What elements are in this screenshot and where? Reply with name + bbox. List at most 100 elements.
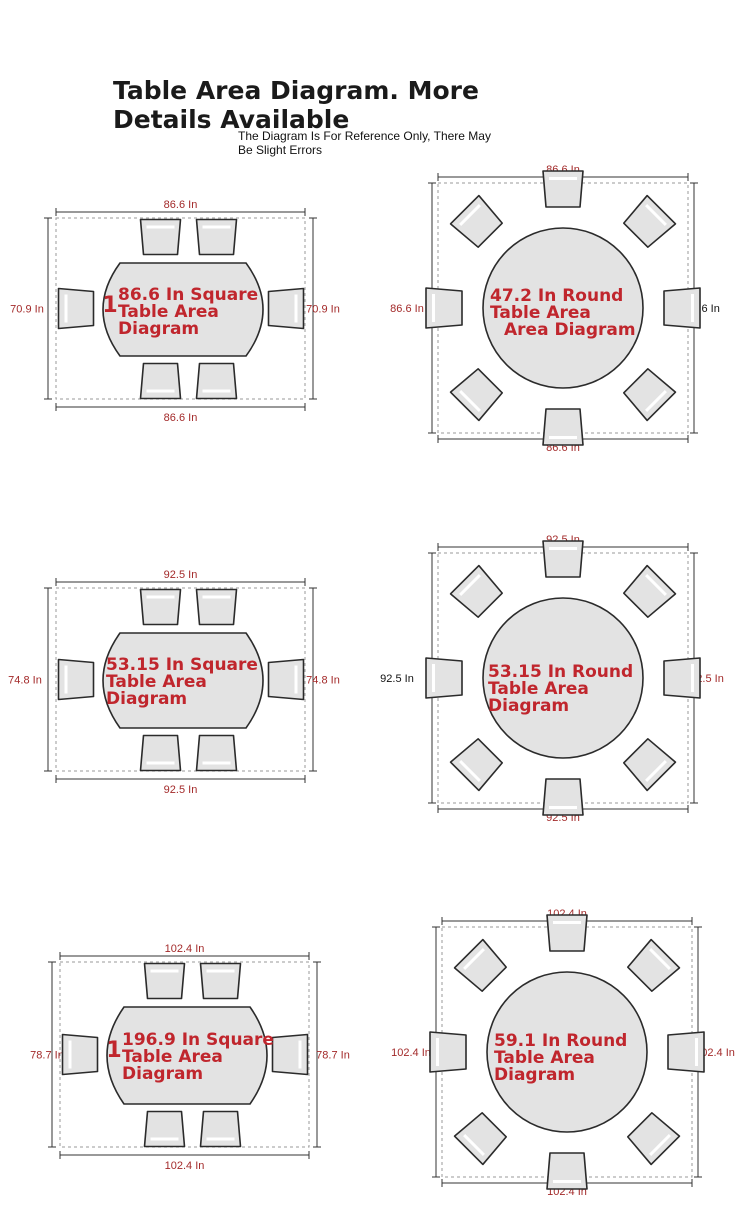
chair: [143, 962, 186, 1000]
chair-seat: [195, 734, 238, 772]
round-table-top: [482, 597, 644, 759]
label-line: Table Area: [122, 1047, 223, 1067]
chair: [57, 287, 95, 330]
chair: [627, 938, 681, 992]
chair-seat: [623, 368, 677, 422]
chair: [542, 540, 584, 578]
chair-backrest: [695, 1038, 698, 1066]
chair: [425, 657, 463, 699]
chair-backrest: [459, 390, 481, 412]
chair: [267, 287, 305, 330]
chair-backrest: [459, 760, 481, 782]
chair: [449, 738, 503, 792]
label-line: 86.6 In Square: [118, 285, 258, 305]
chair-backrest: [459, 204, 481, 226]
chair: [195, 362, 238, 400]
chair-backrest: [691, 294, 694, 322]
label-line: Table Area: [488, 679, 589, 699]
chair-seat: [57, 287, 95, 330]
chair-backrest: [463, 1134, 485, 1156]
chair-backrest: [549, 806, 577, 809]
label-line: Diagram: [488, 696, 569, 716]
chair-seat: [195, 588, 238, 626]
dimension-left: 70.9 In: [10, 304, 44, 316]
chair-seat: [199, 962, 242, 1000]
chair-backrest: [146, 595, 175, 599]
chair: [546, 1152, 588, 1190]
chair: [663, 287, 701, 329]
chair: [623, 738, 677, 792]
chair: [139, 588, 182, 626]
chair-backrest: [549, 177, 577, 180]
label-line: 196.9 In Square: [122, 1030, 274, 1050]
chair: [623, 194, 677, 248]
chair-backrest: [202, 225, 231, 229]
chair: [199, 962, 242, 1000]
chair-seat: [267, 287, 305, 330]
chair-backrest: [206, 1137, 235, 1141]
dimension-bottom: 86.6 In: [164, 412, 198, 424]
chair-backrest: [294, 665, 298, 694]
dimension-right: 74.8 In: [306, 675, 340, 687]
chair-seat: [195, 362, 238, 400]
label-line: Table Area: [106, 672, 207, 692]
chair: [449, 368, 503, 422]
chair-backrest: [150, 969, 179, 973]
chair-backrest: [432, 294, 435, 322]
chair: [623, 564, 677, 618]
chair-backrest: [645, 574, 667, 596]
label-line: 53.15 In Round: [488, 662, 633, 682]
dimension-left: 74.8 In: [8, 675, 42, 687]
chair: [195, 588, 238, 626]
chair-seat: [542, 408, 584, 446]
chair-seat: [425, 287, 463, 329]
chair-seat: [199, 1110, 242, 1148]
chair-backrest: [645, 760, 667, 782]
chair-seat: [663, 657, 701, 699]
chair: [449, 564, 503, 618]
chair-backrest: [150, 1137, 179, 1141]
chair-seat: [139, 218, 182, 256]
chair: [195, 734, 238, 772]
chair-seat: [429, 1031, 467, 1073]
chair-backrest: [463, 948, 485, 970]
label-line: Diagram: [494, 1065, 575, 1085]
chair-seat: [57, 658, 95, 701]
chair-seat: [143, 962, 186, 1000]
dimension-left: 78.7 In: [30, 1050, 64, 1062]
oval-table-top: [102, 262, 264, 357]
label-marker: 1: [106, 1038, 121, 1063]
label-line: 59.1 In Round: [494, 1031, 627, 1051]
dimension-left: 92.5 In: [380, 673, 414, 685]
round-table-top: [482, 227, 644, 389]
chair-backrest: [68, 1040, 72, 1069]
chair: [139, 734, 182, 772]
oval-table-top: [106, 1006, 268, 1105]
dimension-top: 92.5 In: [164, 569, 198, 581]
chair-backrest: [549, 436, 577, 439]
label-line: Diagram: [106, 689, 187, 709]
chair-backrest: [64, 294, 68, 323]
chair: [542, 170, 584, 208]
chair: [667, 1031, 705, 1073]
oval-table-top: [102, 632, 264, 729]
label-line: 53.15 In Square: [106, 655, 258, 675]
chair-seat: [139, 588, 182, 626]
label-line: Table Area: [494, 1048, 595, 1068]
chair-seat: [546, 1152, 588, 1190]
chair: [542, 408, 584, 446]
chair: [453, 1112, 507, 1166]
chair-backrest: [459, 574, 481, 596]
chair-seat: [623, 738, 677, 792]
dimension-right: 78.7 In: [316, 1050, 350, 1062]
chair-seat: [542, 778, 584, 816]
chair: [425, 287, 463, 329]
